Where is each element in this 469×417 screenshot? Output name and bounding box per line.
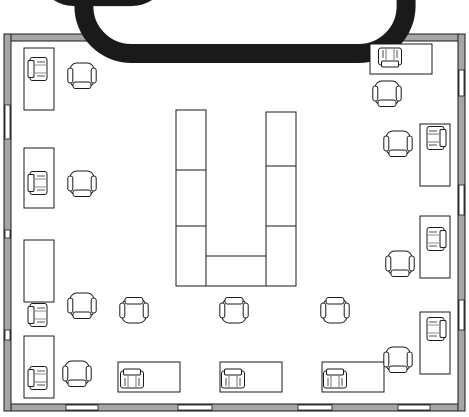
window <box>177 404 213 411</box>
window <box>458 299 465 331</box>
swivel-chair <box>67 62 97 89</box>
swivel-chair <box>385 250 415 277</box>
desk-chair <box>323 368 347 389</box>
desk-chair <box>120 368 144 389</box>
swivel-chair <box>320 297 350 324</box>
desk-chair <box>27 57 48 81</box>
swivel-chair <box>119 297 149 324</box>
window <box>458 69 465 97</box>
window <box>4 229 11 239</box>
desk-chair <box>378 47 402 68</box>
wall-left <box>3 33 12 412</box>
swivel-chair <box>67 170 97 197</box>
table-segment <box>265 111 297 167</box>
desk-chair <box>46 0 406 53</box>
desk-chair <box>27 171 48 195</box>
window <box>458 184 465 216</box>
bottom-workstations <box>117 297 385 393</box>
desk-chair <box>426 126 447 150</box>
window <box>297 404 333 411</box>
swivel-chair <box>372 80 402 107</box>
window <box>4 329 11 341</box>
desk-chair <box>27 303 48 327</box>
central-table <box>175 109 297 287</box>
swivel-chair <box>219 297 249 324</box>
window <box>397 404 431 411</box>
workstation-desk <box>23 239 55 303</box>
swivel-chair <box>62 360 92 387</box>
table-segment <box>175 225 207 287</box>
right-workstations <box>369 43 451 375</box>
desk-chair <box>426 317 447 341</box>
desk-chair <box>221 368 245 389</box>
swivel-chair <box>383 130 413 157</box>
table-segment <box>175 169 207 227</box>
table-segment <box>205 255 267 287</box>
desk-chair <box>27 366 48 390</box>
window <box>4 104 11 140</box>
swivel-chair <box>383 346 413 373</box>
window <box>65 404 99 411</box>
desk-chair <box>426 227 447 251</box>
table-segment <box>265 225 297 287</box>
left-workstations <box>23 0 406 399</box>
swivel-chair <box>67 292 97 319</box>
wall-right <box>457 33 466 412</box>
table-segment <box>265 165 297 227</box>
table-segment <box>175 109 207 171</box>
